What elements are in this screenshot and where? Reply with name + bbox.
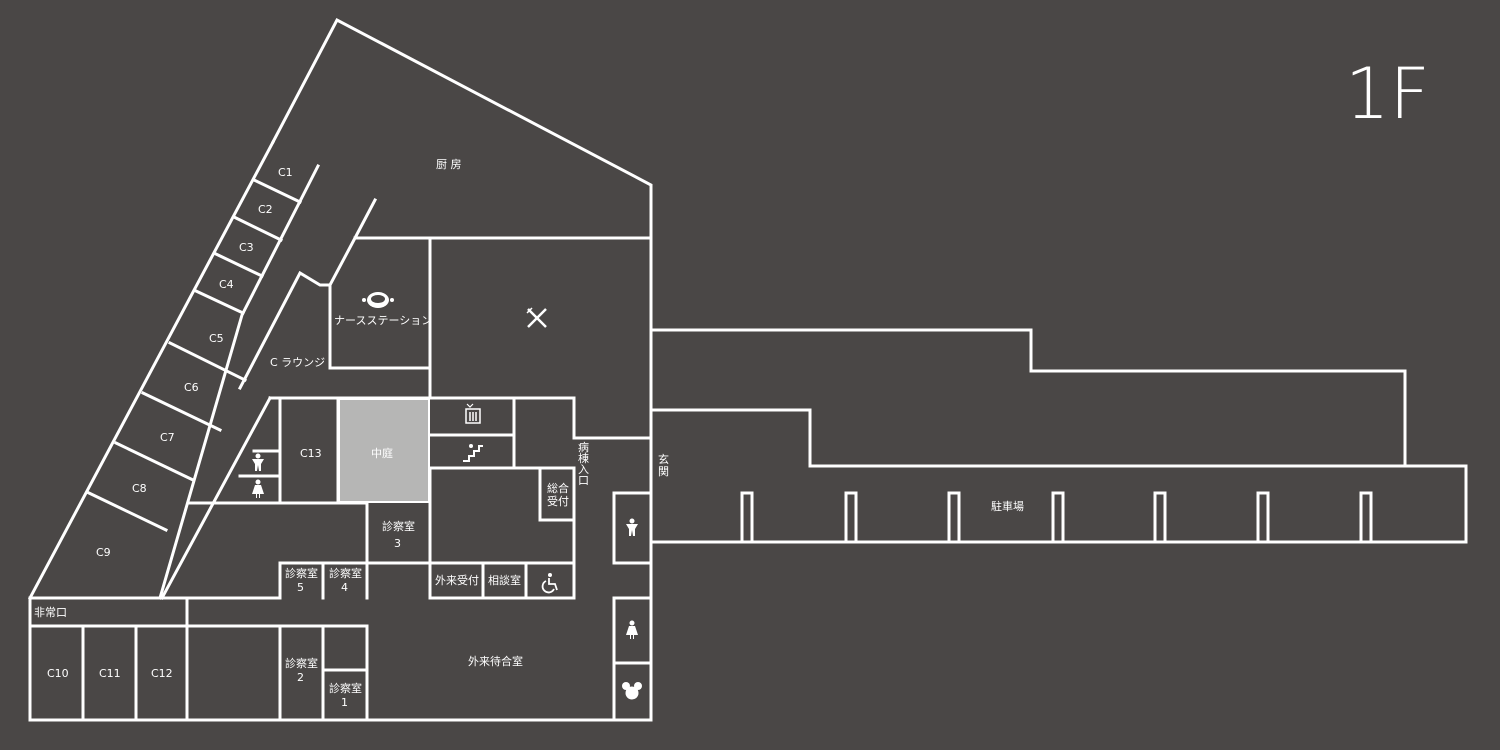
room-exam5-line1: 診察室 bbox=[285, 566, 318, 580]
room-c9: C9 bbox=[96, 546, 111, 559]
kids-toilet-icon bbox=[622, 682, 642, 700]
fork-knife-icon bbox=[526, 307, 547, 328]
wheelchair-icon bbox=[541, 573, 558, 594]
room-exam3-line1: 診察室 bbox=[382, 519, 415, 533]
room-outpatient-reception: 外来受付 bbox=[435, 574, 479, 587]
walls bbox=[27, 17, 1468, 722]
room-c12: C12 bbox=[151, 667, 173, 680]
room-exam1-line2: 1 bbox=[341, 696, 348, 709]
courtyard-area bbox=[338, 398, 430, 503]
room-exam4-line2: 4 bbox=[341, 581, 348, 594]
room-c7: C7 bbox=[160, 431, 175, 444]
ward-entrance-2: 棟 bbox=[578, 451, 589, 465]
room-consultation: 相談室 bbox=[488, 573, 521, 587]
room-exam5-line2: 5 bbox=[297, 581, 304, 594]
elevator-icon bbox=[465, 403, 481, 424]
label-emergency-exit: 非常口 bbox=[34, 606, 67, 619]
male-toilet-icon bbox=[626, 518, 638, 536]
ward-entrance-4: 口 bbox=[578, 474, 589, 487]
stairs-icon bbox=[463, 444, 483, 462]
room-exam2-line2: 2 bbox=[297, 671, 304, 684]
room-exam1-line1: 診察室 bbox=[329, 681, 362, 695]
main-entrance-2: 関 bbox=[658, 465, 669, 478]
room-c2: C2 bbox=[258, 203, 273, 216]
main-entrance-1: 玄 bbox=[658, 452, 669, 466]
room-kitchen: 厨 房 bbox=[436, 158, 462, 171]
room-c3: C3 bbox=[239, 241, 254, 254]
room-exam4-line1: 診察室 bbox=[329, 566, 362, 580]
room-lounge: C ラウンジ bbox=[270, 356, 325, 369]
room-exam2-line1: 診察室 bbox=[285, 656, 318, 670]
parking-label: 駐車場 bbox=[991, 499, 1024, 513]
nurse-cap-icon bbox=[362, 292, 394, 308]
reception-general-line2: 受付 bbox=[547, 495, 569, 508]
room-exam3-line2: 3 bbox=[394, 537, 401, 550]
female-toilet-icon bbox=[626, 620, 638, 639]
floor-label: 1F bbox=[1345, 53, 1430, 135]
room-c10: C10 bbox=[47, 667, 69, 680]
room-c11: C11 bbox=[99, 667, 121, 680]
room-c13: C13 bbox=[300, 447, 322, 460]
room-nurse-station: ナースステーション bbox=[334, 314, 432, 327]
ward-entrance-3: 入 bbox=[578, 463, 589, 476]
room-c4: C4 bbox=[219, 278, 234, 291]
room-c8: C8 bbox=[132, 482, 147, 495]
room-c1: C1 bbox=[278, 166, 293, 179]
reception-general-line1: 総合 bbox=[547, 481, 569, 495]
room-c5: C5 bbox=[209, 332, 224, 345]
room-courtyard: 中庭 bbox=[371, 446, 393, 460]
room-outpatient-waiting: 外来待合室 bbox=[468, 654, 523, 668]
female-toilet-icon bbox=[252, 479, 264, 498]
room-c6: C6 bbox=[184, 381, 199, 394]
ward-entrance-1: 病 bbox=[578, 440, 589, 454]
male-toilet-icon bbox=[252, 453, 264, 471]
